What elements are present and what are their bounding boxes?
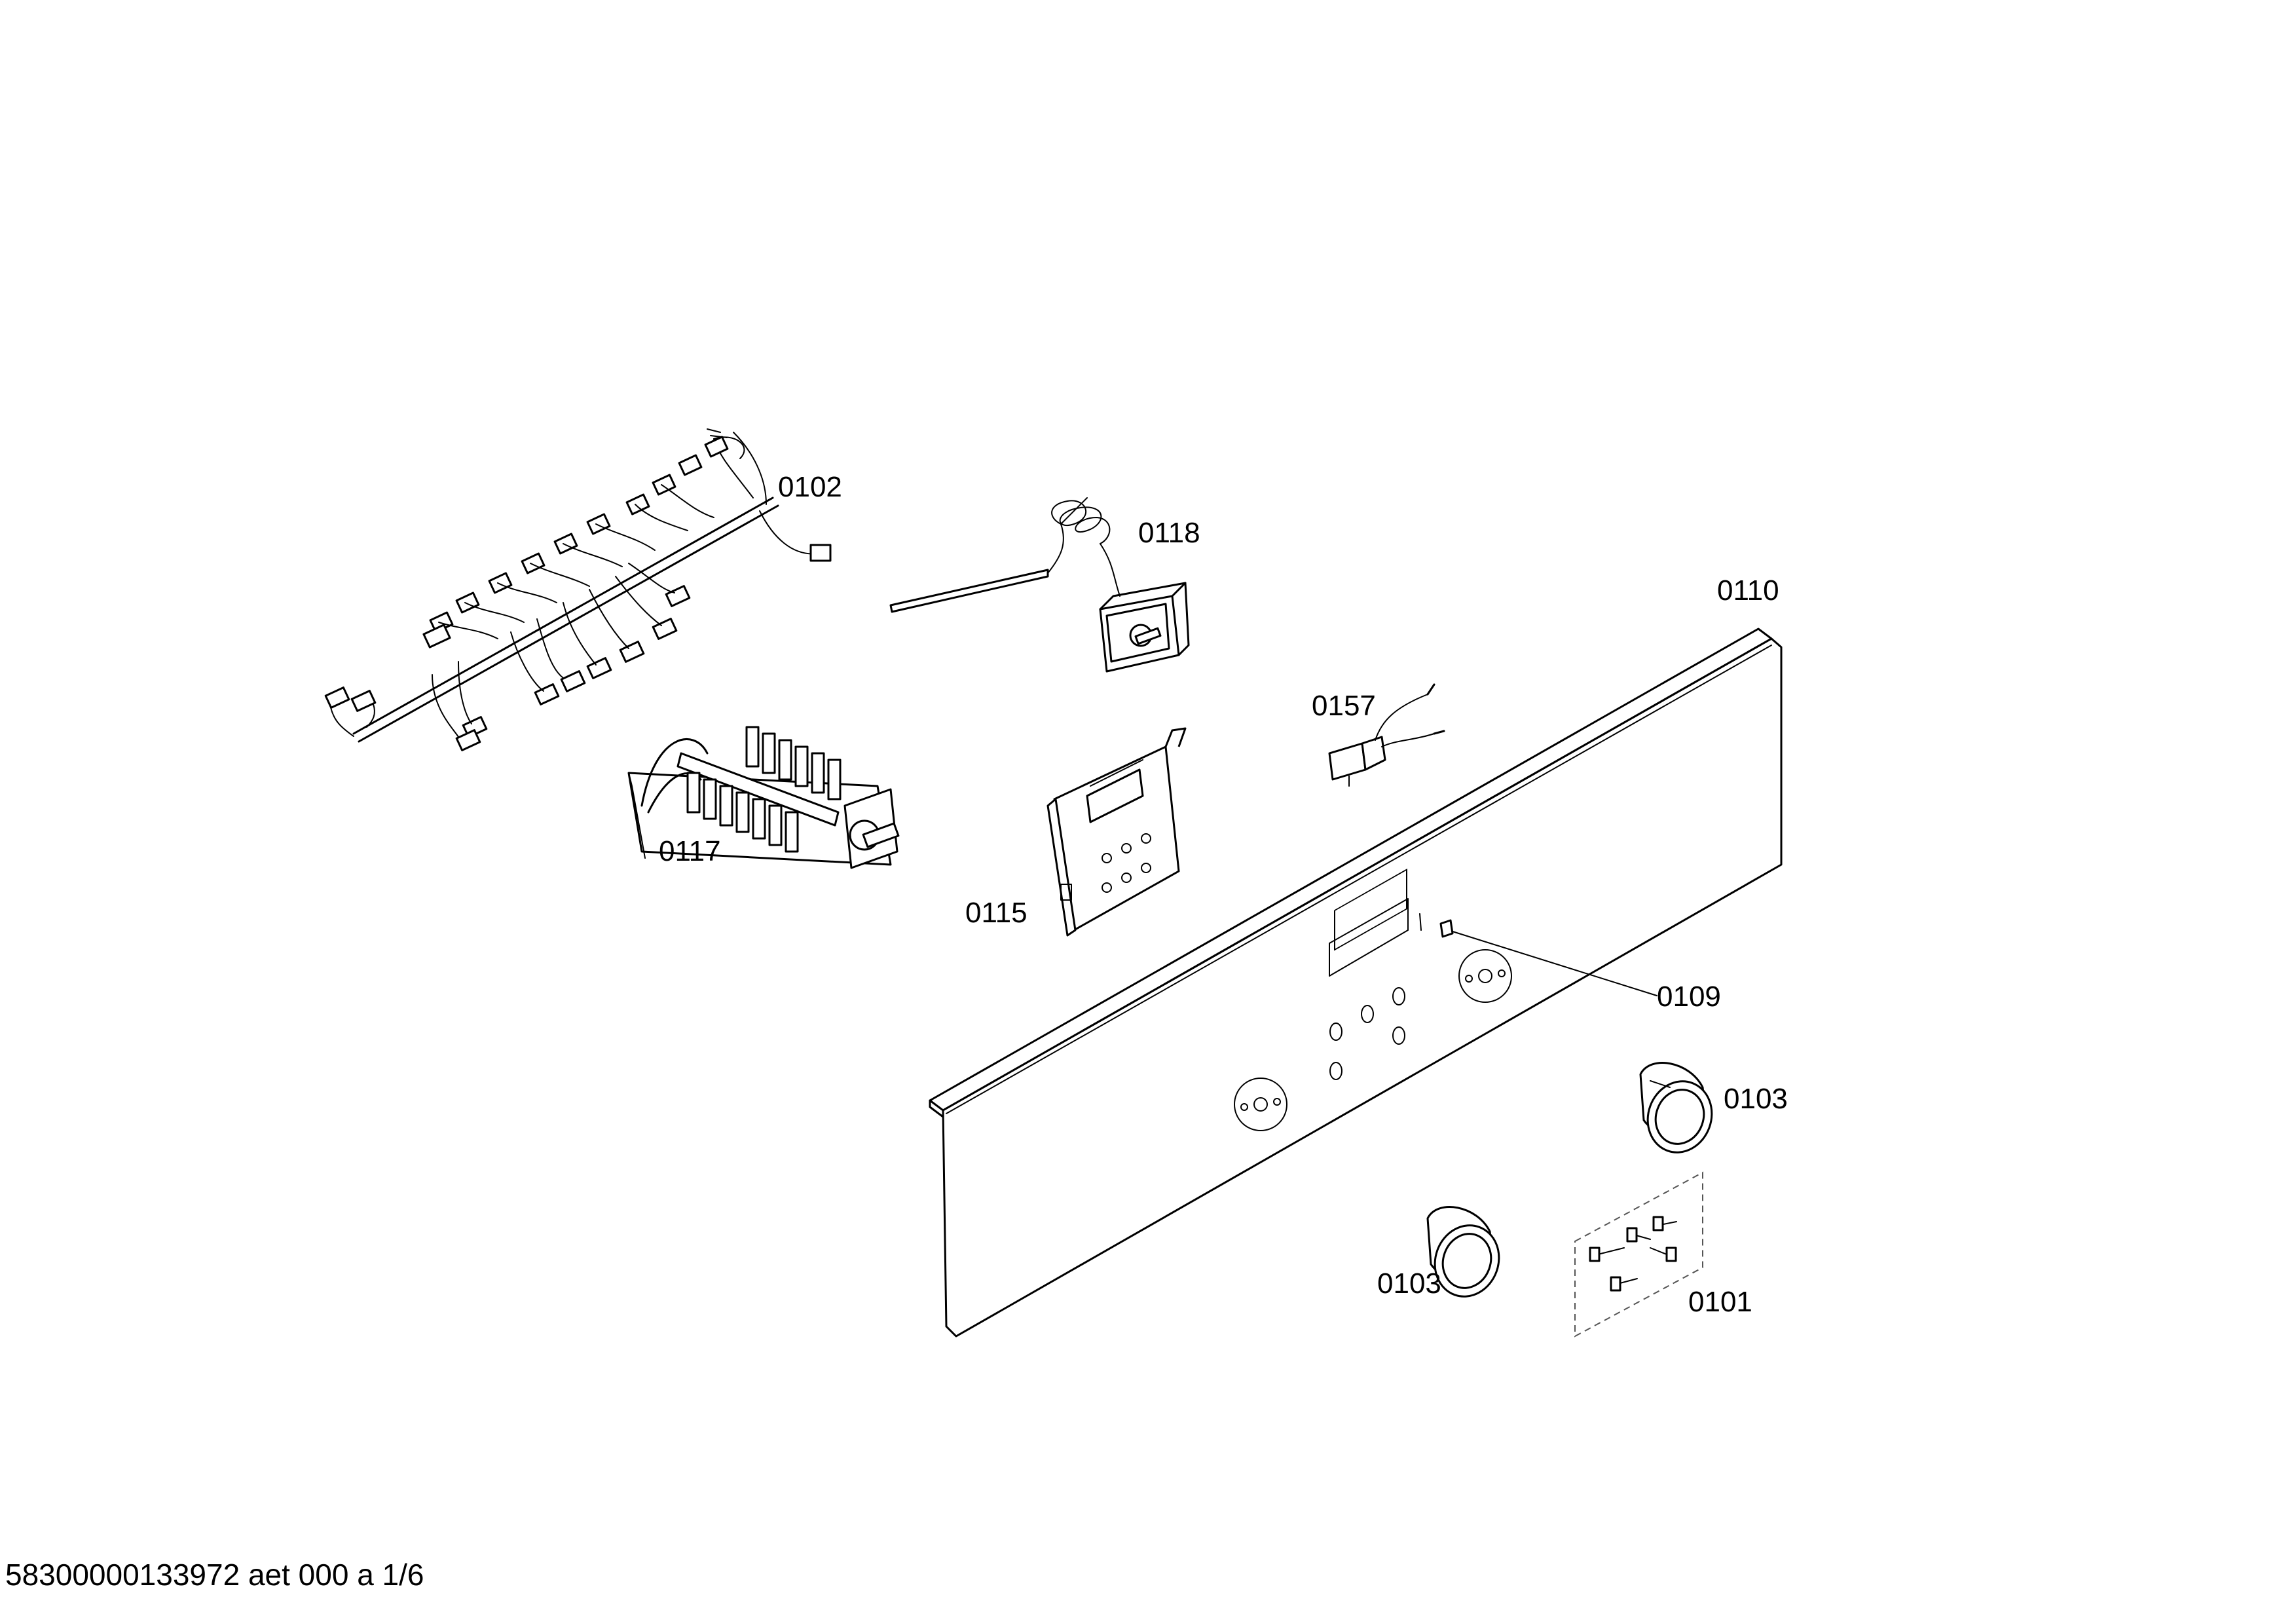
part-label-0102: 0102 — [778, 471, 842, 503]
switch-0157 — [1328, 683, 1445, 787]
control-panel-0110 — [929, 628, 1783, 1338]
part-label-0101: 0101 — [1688, 1286, 1752, 1318]
document-id: 58300000133972 aet 000 a 1/6 — [5, 1558, 424, 1592]
leader-line-0109 — [1452, 931, 1657, 996]
knob-0103-upper — [1639, 1062, 1713, 1154]
screws-0101 — [1574, 1171, 1703, 1338]
wiring-harness-0102 — [324, 428, 832, 751]
knob-0103-lower — [1426, 1206, 1500, 1298]
part-label-0115: 0115 — [965, 897, 1028, 929]
part-label-0110: 0110 — [1717, 574, 1779, 607]
part-label-0103-lower: 0103 — [1377, 1267, 1441, 1300]
part-label-0109: 0109 — [1657, 981, 1721, 1013]
clock-module-0115 — [1046, 727, 1187, 937]
selector-switch-0117 — [627, 726, 900, 869]
part-label-0118: 0118 — [1138, 517, 1200, 549]
part-label-0103-upper: 0103 — [1724, 1083, 1788, 1115]
thermostat-0118 — [889, 497, 1190, 673]
part-label-0117: 0117 — [659, 835, 721, 867]
part-label-0157: 0157 — [1312, 690, 1376, 722]
